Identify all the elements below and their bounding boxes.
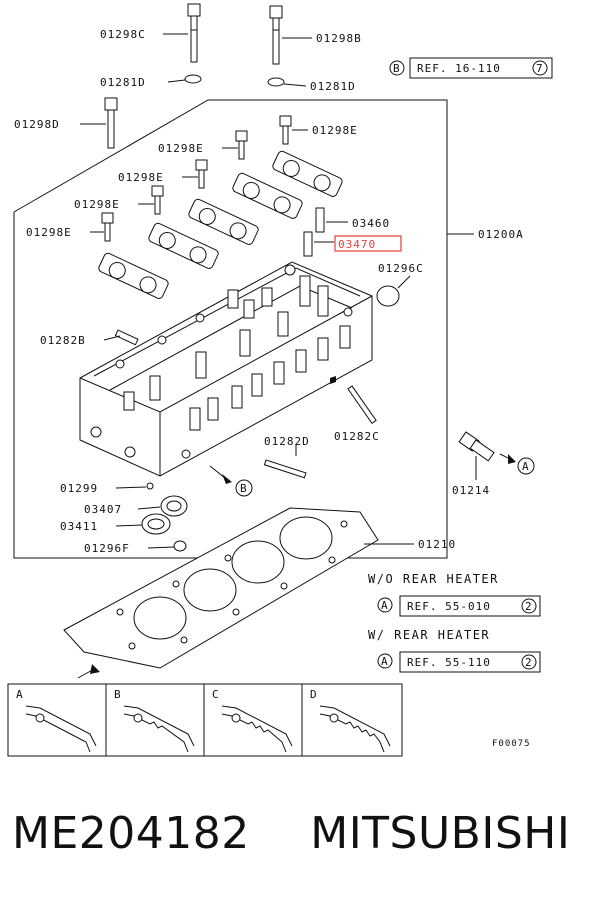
plug-01299 bbox=[146, 482, 154, 490]
label-01298d: 01298D bbox=[14, 118, 60, 131]
bearing-cap-5 bbox=[98, 252, 169, 299]
detail-b-sketch bbox=[123, 705, 195, 753]
ref-num-bot: 2 bbox=[525, 656, 533, 669]
ref-text-mid: REF. 55-010 bbox=[407, 600, 491, 613]
bolt-e-3 bbox=[151, 185, 164, 215]
brand-name: MITSUBISHI bbox=[310, 808, 571, 859]
detail-c-label: C bbox=[212, 688, 220, 701]
callout-a-letter: A bbox=[522, 460, 530, 473]
arrow-to-a bbox=[508, 454, 516, 464]
detail-b-label: B bbox=[114, 688, 122, 701]
ref-text-bot: REF. 55-110 bbox=[407, 656, 491, 669]
dowel-pin-b bbox=[114, 329, 139, 346]
bolt-e-1 bbox=[235, 130, 248, 160]
bearing-cap-1 bbox=[272, 150, 343, 197]
ref-mid-letter: A bbox=[381, 599, 389, 612]
label-01200a: 01200A bbox=[478, 228, 524, 241]
detail-panels bbox=[7, 683, 403, 757]
head-gasket bbox=[63, 507, 379, 669]
long-bolt-c bbox=[187, 3, 201, 63]
label-01296c: 01296C bbox=[378, 262, 424, 275]
label-01214: 01214 bbox=[452, 484, 490, 497]
fitting-01214 bbox=[458, 431, 495, 462]
bolt-d bbox=[104, 97, 118, 149]
bearing-cap-3 bbox=[188, 198, 259, 245]
label-01298e-2: 01298E bbox=[118, 171, 164, 184]
seal-03407 bbox=[160, 495, 188, 517]
part-number: ME204182 bbox=[12, 808, 250, 859]
cup-plug-c bbox=[376, 285, 400, 307]
detail-d-label: D bbox=[310, 688, 318, 701]
label-01210: 01210 bbox=[418, 538, 456, 551]
label-01296f: 01296F bbox=[84, 542, 130, 555]
ref-num-top: 7 bbox=[536, 62, 544, 75]
label-01298b: 01298B bbox=[316, 32, 362, 45]
callout-b-letter: B bbox=[240, 482, 248, 495]
label-03460: 03460 bbox=[352, 217, 390, 230]
note-w-rear-heater: W/ REAR HEATER bbox=[368, 628, 490, 642]
label-03470: 03470 bbox=[338, 238, 376, 251]
label-01282c: 01282C bbox=[334, 430, 380, 443]
figure-code: F00075 bbox=[492, 739, 531, 749]
label-01281d-right: 01281D bbox=[310, 80, 356, 93]
label-01299: 01299 bbox=[60, 482, 98, 495]
ref-box-mid bbox=[399, 595, 541, 617]
cylinder-head bbox=[79, 261, 373, 477]
label-01298e-1: 01298E bbox=[158, 142, 204, 155]
long-bolt-b bbox=[269, 5, 283, 65]
cup-plug-f bbox=[173, 540, 187, 552]
ref-box-top bbox=[409, 57, 553, 79]
note-wo-rear-heater: W/O REAR HEATER bbox=[368, 572, 499, 586]
label-01298e-4: 01298E bbox=[26, 226, 72, 239]
bearing-cap-2 bbox=[232, 172, 303, 219]
ref-text-top: REF. 16-110 bbox=[417, 62, 501, 75]
detail-a-label: A bbox=[16, 688, 24, 701]
callout-a bbox=[517, 457, 535, 475]
stud-c bbox=[347, 385, 377, 424]
bolt-e-2 bbox=[195, 159, 208, 189]
stud-d bbox=[263, 459, 307, 479]
washer-left bbox=[184, 74, 202, 84]
bearing-cap-4 bbox=[148, 222, 219, 269]
seal-03411 bbox=[141, 513, 171, 535]
bolt-e-top bbox=[279, 115, 292, 145]
valve-guide-2 bbox=[303, 231, 313, 257]
detail-d-sketch bbox=[319, 705, 391, 753]
label-03411: 03411 bbox=[60, 520, 98, 533]
ref-marker-b-letter: B bbox=[393, 62, 401, 75]
detail-c-sketch bbox=[221, 705, 293, 753]
product-caption: ME204182 MITSUBISHI bbox=[12, 808, 592, 868]
washer-right bbox=[267, 77, 285, 87]
ref-box-bot bbox=[399, 651, 541, 673]
label-01282d: 01282D bbox=[264, 435, 310, 448]
ref-bot-letter: A bbox=[381, 655, 389, 668]
label-01282b: 01282B bbox=[40, 334, 86, 347]
exploded-parts-diagram: 01298C 01298B 01281D 01281D B REF. 16-11… bbox=[7, 3, 553, 757]
ref-num-mid: 2 bbox=[525, 600, 533, 613]
detail-a-sketch bbox=[25, 705, 97, 753]
highlight-box-03470 bbox=[334, 235, 402, 252]
label-01298e-top: 01298E bbox=[312, 124, 358, 137]
assembly-frame bbox=[13, 99, 448, 559]
label-01298e-3: 01298E bbox=[74, 198, 120, 211]
callout-b bbox=[235, 479, 253, 497]
label-03407: 03407 bbox=[84, 503, 122, 516]
bolt-e-4 bbox=[101, 212, 114, 242]
valve-guide-1 bbox=[315, 207, 325, 233]
ref-marker-b bbox=[389, 60, 405, 76]
label-01298c: 01298C bbox=[100, 28, 146, 41]
label-01281d-left: 01281D bbox=[100, 76, 146, 89]
